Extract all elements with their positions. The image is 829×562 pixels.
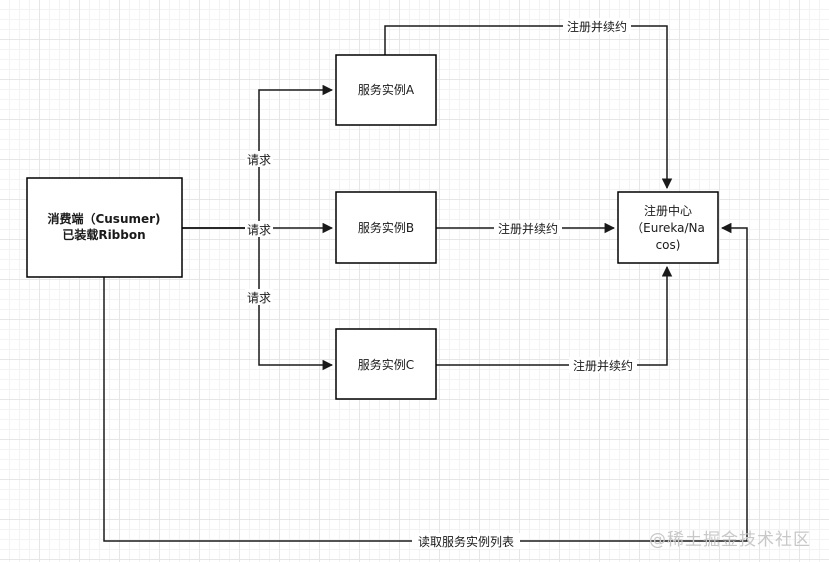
svg-text:读取服务实例列表: 读取服务实例列表 <box>418 534 514 549</box>
service-instance-b-node: 服务实例B <box>335 191 437 264</box>
svg-text:cos): cos) <box>656 238 681 252</box>
edge-label-register-c: 注册并续约 <box>569 357 637 373</box>
svg-text:注册并续约: 注册并续约 <box>498 221 558 236</box>
svg-text:（Eureka/Na: （Eureka/Na <box>631 221 705 235</box>
svg-text:服务实例B: 服务实例B <box>358 220 414 235</box>
watermark: @稀土掘金技术社区 <box>649 530 811 550</box>
svg-text:注册并续约: 注册并续约 <box>567 19 627 34</box>
svg-text:消费端（Cusumer): 消费端（Cusumer) <box>47 211 160 226</box>
edge-read-list <box>103 222 748 542</box>
svg-text:请求: 请求 <box>247 153 271 167</box>
svg-text:服务实例C: 服务实例C <box>358 357 414 372</box>
edge-label-read-list: 读取服务实例列表 <box>412 533 520 549</box>
consumer-node: 消费端（Cusumer) 已装载Ribbon <box>26 177 183 278</box>
edge-label-register-b: 注册并续约 <box>494 220 562 236</box>
svg-text:服务实例A: 服务实例A <box>358 82 415 97</box>
service-instance-c-node: 服务实例C <box>335 328 437 400</box>
service-instance-a-node: 服务实例A <box>335 54 437 126</box>
svg-text:请求: 请求 <box>247 223 271 237</box>
edge-label-register-a: 注册并续约 <box>563 18 631 34</box>
registry-center-node: 注册中心 （Eureka/Na cos) <box>617 191 719 264</box>
edge-label-request-b: 请求 <box>245 221 273 237</box>
svg-text:注册并续约: 注册并续约 <box>573 358 633 373</box>
edge-register-c <box>436 265 673 366</box>
svg-text:已装载Ribbon: 已装载Ribbon <box>62 227 145 242</box>
svg-text:注册中心: 注册中心 <box>644 203 692 218</box>
edge-label-request-c: 请求 <box>245 289 273 305</box>
svg-text:请求: 请求 <box>247 291 271 305</box>
edge-label-request-a: 请求 <box>245 151 273 167</box>
edge-register-a <box>384 25 673 190</box>
